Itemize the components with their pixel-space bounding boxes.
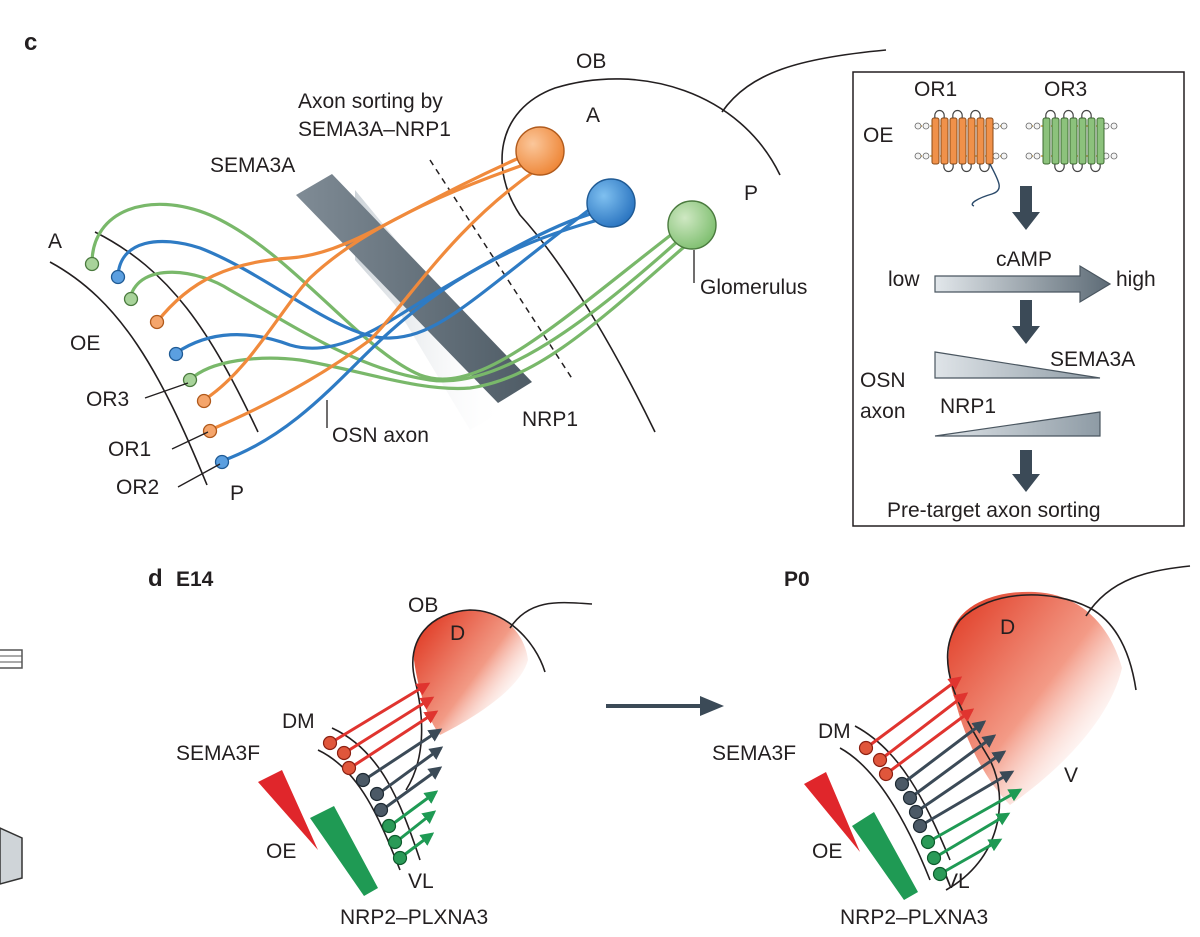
inset-axon-label: axon xyxy=(860,400,906,423)
oe-anterior-label: A xyxy=(48,230,62,253)
inset-nrp1-label: NRP1 xyxy=(940,395,996,418)
or2-label: OR2 xyxy=(116,476,159,499)
down-arrow-1 xyxy=(1012,186,1040,230)
p0-nrp2-label: NRP2–PLXNA3 xyxy=(840,906,988,929)
p0-sema3f-label: SEMA3F xyxy=(712,742,796,765)
oe-posterior-label: P xyxy=(230,482,244,505)
p0-vl-label: VL xyxy=(944,870,970,893)
e14-dm-label: DM xyxy=(282,710,315,733)
e14-to-p0-arrowhead xyxy=(700,696,724,716)
p0-sema3f-wedge xyxy=(804,772,860,852)
or1-receptor-icon xyxy=(914,109,1008,207)
inset-box xyxy=(852,71,1185,527)
bulb-anterior-label: A xyxy=(586,104,600,127)
stage-e14-label: E14 xyxy=(176,568,214,591)
e14-oe-inner xyxy=(317,749,401,871)
glomerulus-or1 xyxy=(515,126,565,176)
glomerulus-or3 xyxy=(667,200,717,250)
osn-axon-label: OSN axon xyxy=(332,424,429,447)
olfactory-bulb-outline xyxy=(501,78,781,433)
p0-v-label: V xyxy=(1064,764,1078,787)
bulb-posterior-label: P xyxy=(744,182,758,205)
or3-receptor-icon xyxy=(1025,109,1118,173)
stage-p0-label: P0 xyxy=(784,568,810,591)
p0-d-label: D xyxy=(1000,616,1015,639)
glomerulus-or2 xyxy=(586,178,636,228)
panel-d-letter: d xyxy=(148,565,163,592)
e14-sema3f-wedge xyxy=(258,770,318,850)
down-arrow-3 xyxy=(1012,450,1040,492)
p0-nrp2-wedge xyxy=(852,812,918,900)
e14-projections xyxy=(331,682,444,860)
glomerulus-label: Glomerulus xyxy=(700,276,807,299)
bulb-stalk xyxy=(721,49,887,113)
e14-nrp2-wedge xyxy=(310,806,378,896)
camp-gradient-arrow xyxy=(934,264,1112,304)
or1-label: OR1 xyxy=(108,438,151,461)
or2-leader-line xyxy=(177,463,221,488)
inset-osn-label: OSN xyxy=(860,369,906,392)
oe-inner-boundary xyxy=(94,231,259,433)
nrp1-wedge xyxy=(934,411,1101,437)
ob-label: OB xyxy=(576,50,606,73)
e14-d-label: D xyxy=(450,622,465,645)
p0-oe-inner xyxy=(839,747,931,881)
camp-low-label: low xyxy=(888,268,920,291)
e14-nrp2-label: NRP2–PLXNA3 xyxy=(340,906,488,929)
e14-vl-label: VL xyxy=(408,870,434,893)
oe-label: OE xyxy=(70,332,100,355)
p0-projections xyxy=(865,676,1023,876)
inset-oe-label: OE xyxy=(863,124,893,147)
p0-oe-label: OE xyxy=(812,840,842,863)
panel-c-letter: c xyxy=(24,29,37,56)
inset-result-label: Pre-target axon sorting xyxy=(887,499,1101,522)
e14-oe-label: OE xyxy=(266,840,296,863)
cropped-neighbor-graphic xyxy=(0,649,23,885)
down-arrow-2 xyxy=(1012,300,1040,344)
p0-bulb-stalk xyxy=(1085,565,1191,617)
p0-osn-cells xyxy=(858,740,948,882)
e14-oe-outer xyxy=(331,727,421,861)
inset-sema3a-label: SEMA3A xyxy=(1050,348,1135,371)
or1-leader-line xyxy=(171,431,209,450)
p0-bulb-outline xyxy=(945,594,1137,891)
nrp1-label: NRP1 xyxy=(522,408,578,431)
inset-or1-label: OR1 xyxy=(914,78,957,101)
sema3a-wedge xyxy=(934,351,1101,379)
sema3a-label: SEMA3A xyxy=(210,154,295,177)
sorting-label-line2: SEMA3A–NRP1 xyxy=(298,118,451,141)
e14-dorsal-domain xyxy=(413,610,528,735)
osn-cell-bodies xyxy=(84,256,230,470)
inset-or3-label: OR3 xyxy=(1044,78,1087,101)
e14-bulb-stalk xyxy=(509,601,593,629)
oe-outer-boundary xyxy=(49,261,208,486)
e14-bulb-outline xyxy=(405,609,546,791)
or3-leader-line xyxy=(144,382,189,399)
e14-sema3f-label: SEMA3F xyxy=(176,742,260,765)
p0-dm-label: DM xyxy=(818,720,851,743)
camp-high-label: high xyxy=(1116,268,1156,291)
sorting-label-line1: Axon sorting by xyxy=(298,90,443,113)
e14-ob-label: OB xyxy=(408,594,438,617)
osn-axons xyxy=(90,152,694,463)
or3-label: OR3 xyxy=(86,388,129,411)
camp-label: cAMP xyxy=(996,248,1052,271)
e14-osn-cells xyxy=(322,735,408,866)
